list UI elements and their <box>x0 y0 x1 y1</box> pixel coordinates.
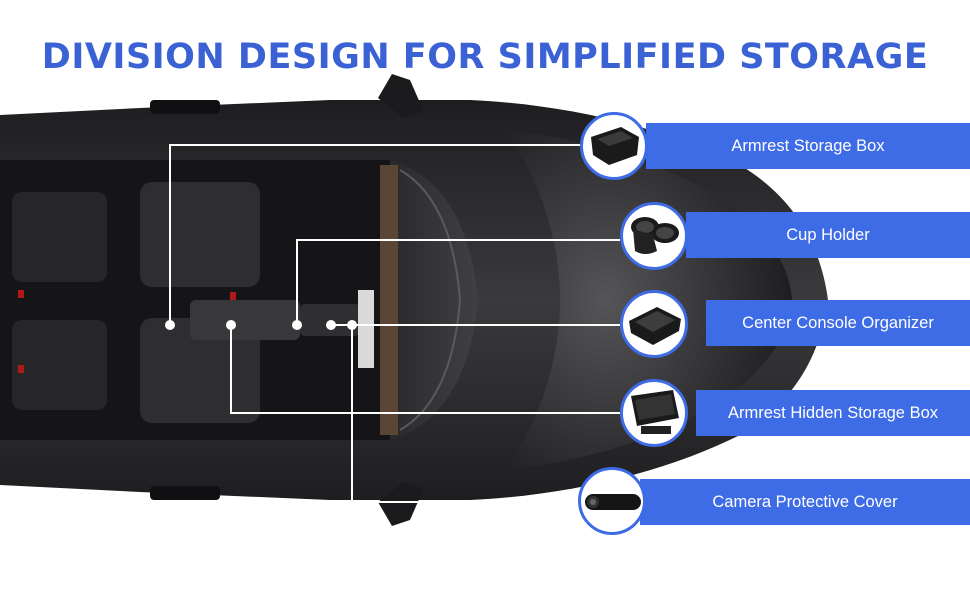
connector-dot <box>326 320 336 330</box>
cup-holder-icon <box>620 202 688 270</box>
label-center-console-organizer: Center Console Organizer <box>706 300 970 346</box>
center-console-organizer-icon <box>620 290 688 358</box>
armrest-storage-box-icon <box>580 112 648 180</box>
connector-dot <box>226 320 236 330</box>
connector-armrest-hidden-storage-box <box>230 325 620 414</box>
connector-dot <box>347 320 357 330</box>
connector-armrest-storage-box <box>169 144 582 325</box>
connector-cup-holder <box>296 239 620 325</box>
camera-protective-cover-icon <box>578 467 646 535</box>
connector-camera-protective-cover <box>351 325 580 503</box>
armrest-hidden-storage-box-icon <box>620 379 688 447</box>
label-cup-holder: Cup Holder <box>686 212 970 258</box>
page-title: DIVISION DESIGN FOR SIMPLIFIED STORAGE <box>41 37 929 78</box>
label-armrest-hidden-storage-box: Armrest Hidden Storage Box <box>696 390 970 436</box>
label-camera-protective-cover: Camera Protective Cover <box>640 479 970 525</box>
label-armrest-storage-box: Armrest Storage Box <box>646 123 970 169</box>
connector-dot <box>165 320 175 330</box>
connector-dot <box>292 320 302 330</box>
